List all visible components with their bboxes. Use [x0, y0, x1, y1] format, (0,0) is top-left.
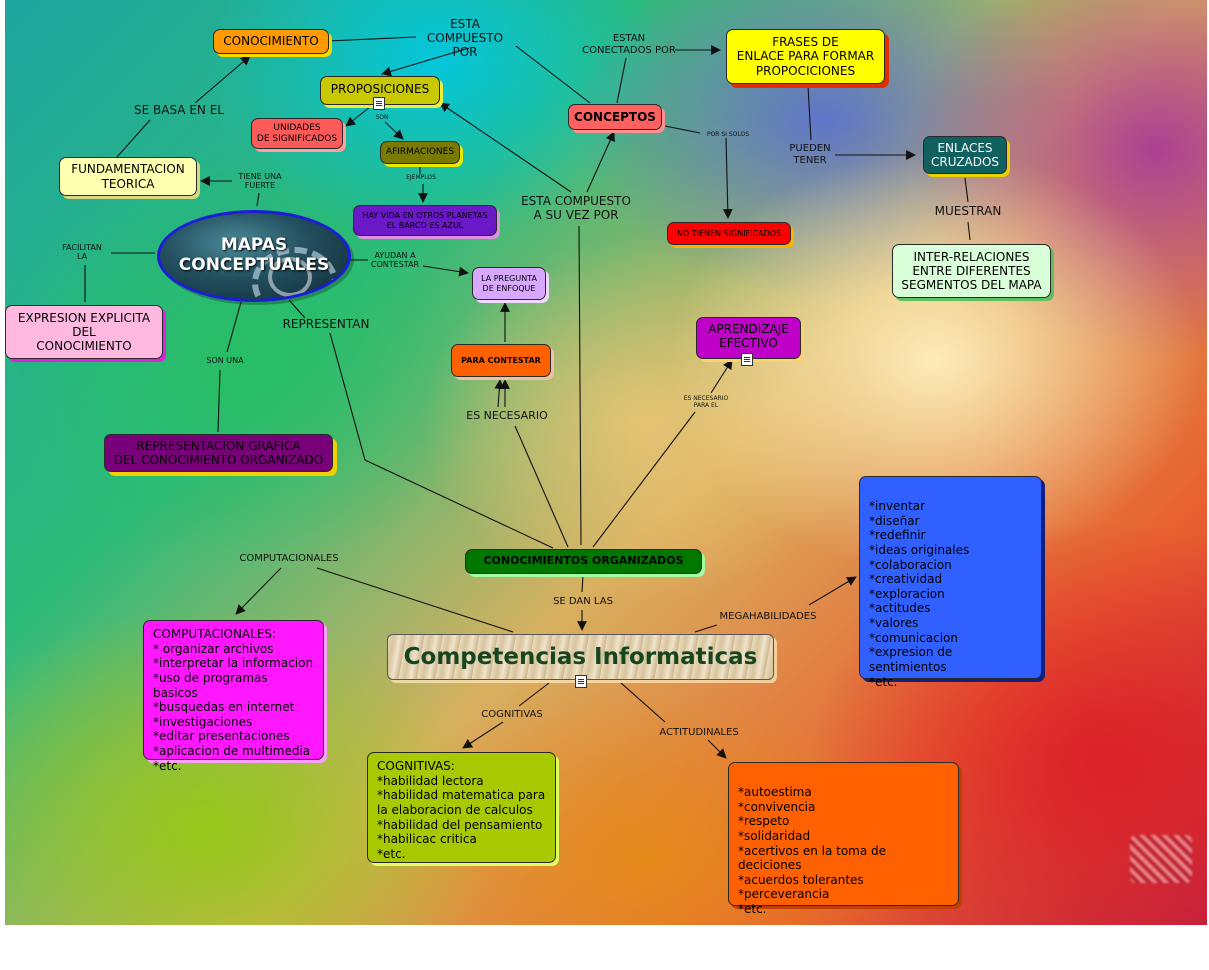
label-muestran: MUESTRAN — [934, 204, 1002, 218]
concept-map-canvas: CONOCIMIENTO PROPOSICIONES CONCEPTOS FRA… — [5, 0, 1207, 925]
label-computacionales: COMPUTACIONALES — [239, 553, 339, 564]
label-es-necesario: ES NECESARIO — [466, 409, 548, 422]
gear-image-inner — [268, 257, 312, 297]
node-para-contestar[interactable]: PARA CONTESTAR — [451, 344, 551, 377]
label-facilitan-la: FACILITAN LA — [62, 243, 102, 262]
label-esta-compuesto-por: ESTA COMPUESTO POR — [426, 17, 504, 59]
node-pregunta-de-enfoque[interactable]: LA PREGUNTA DE ENFOQUE — [472, 267, 546, 300]
label-se-basa-en-el: SE BASA EN EL — [134, 103, 224, 117]
label-ayudan-a-contestar: AYUDAN A CONTESTAR — [370, 251, 420, 270]
node-computacionales-list[interactable]: COMPUTACIONALES: * organizar archivos *i… — [143, 620, 324, 773]
node-unidades-de-significados[interactable]: UNIDADES DE SIGNIFICADOS — [251, 118, 343, 149]
node-frases-de-enlace[interactable]: FRASES DE ENLACE PARA FORMAR PROPOCICION… — [726, 29, 885, 84]
node-conocimientos-organizados[interactable]: CONOCIMIENTOS ORGANIZADOS — [465, 549, 702, 574]
connection-lines — [84, 36, 971, 759]
label-representan: REPRESENTAN — [282, 317, 370, 331]
node-conocimiento[interactable]: CONOCIMIENTO — [213, 29, 329, 54]
label-estan-conectados-por: ESTAN CONECTADOS POR — [582, 33, 676, 56]
node-expresion-explicita[interactable]: EXPRESION EXPLICITA DEL CONOCIMIENTO — [5, 305, 163, 359]
label-pueden-tener: PUEDEN TENER — [789, 143, 831, 166]
node-enlaces-cruzados[interactable]: ENLACES CRUZADOS — [923, 136, 1007, 174]
node-conceptos[interactable]: CONCEPTOS — [568, 104, 662, 130]
node-inter-relaciones[interactable]: INTER-RELACIONES ENTRE DIFERENTES SEGMEN… — [892, 244, 1051, 298]
node-aprendizaje-efectivo[interactable]: APRENDIZAJE EFECTIVO — [696, 317, 801, 359]
label-son-una: SON UNA — [206, 356, 244, 365]
decorative-smudge — [1130, 835, 1192, 883]
node-representacion-grafica[interactable]: REPRESENTACION GRAFICA DEL CONOCIMIENTO … — [104, 434, 333, 472]
label-se-dan-las: SE DAN LAS — [553, 596, 613, 607]
node-cognitivas-list[interactable]: COGNITIVAS: *habilidad lectora *habilida… — [367, 752, 556, 863]
label-es-necesario-para-el: ES NECESARIO PARA EL — [683, 395, 729, 409]
node-no-tienen-significados[interactable]: NO TIENEN SIGNIFICADOS — [667, 222, 791, 245]
label-tiene-una-fuerte: TIENE UNA FUERTE — [238, 172, 282, 191]
label-actitudinales: ACTITUDINALES — [659, 727, 739, 738]
node-competencias-informaticas[interactable]: Competencias Informaticas — [387, 634, 774, 680]
node-megahabilidades-list[interactable]: *inventar *diseñar *redefinir *ideas ori… — [859, 476, 1042, 689]
label-megahabilidades: MEGAHABILIDADES — [719, 611, 817, 622]
label-son: SON — [375, 114, 389, 121]
mapas-conceptuales-title: MAPAS CONCEPTUALES — [178, 235, 330, 276]
node-actitudinales-list[interactable]: *autoestima *convivencia *respeto *solid… — [728, 762, 959, 916]
aprendizaje-note-icon[interactable] — [741, 353, 753, 366]
node-afirmaciones[interactable]: AFIRMACIONES — [380, 141, 460, 164]
node-mapas-conceptuales[interactable]: MAPAS CONCEPTUALES — [157, 210, 351, 302]
node-fundamentacion-teorica[interactable]: FUNDAMENTACION TEORICA — [59, 157, 197, 196]
label-cognitivas: COGNITIVAS — [481, 709, 543, 720]
proposiciones-note-icon[interactable] — [373, 97, 385, 110]
label-ejemplos: EJEMPLOS — [406, 174, 436, 181]
gear-image — [252, 247, 338, 299]
label-esta-compuesto-a-su-vez-por: ESTA COMPUESTO A SU VEZ POR — [521, 194, 631, 222]
node-hay-vida[interactable]: HAY VIDA EN OTROS PLANETAS EL BARCO ES A… — [353, 205, 497, 236]
competencias-note-icon[interactable] — [575, 675, 587, 688]
label-por-si-solos: POR SI SOLOS — [706, 131, 750, 138]
